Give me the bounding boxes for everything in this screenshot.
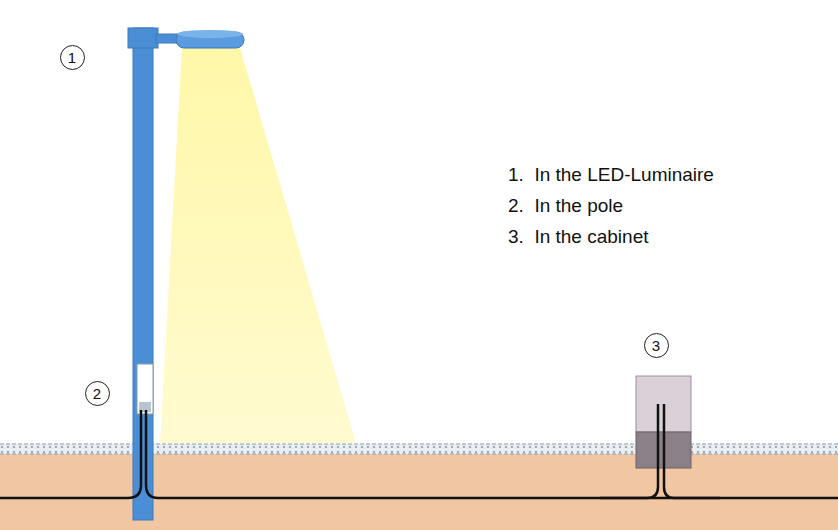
callout-number: 1 bbox=[68, 50, 76, 65]
soil bbox=[0, 454, 838, 530]
callout-number: 3 bbox=[652, 338, 660, 353]
surface-line bbox=[0, 444, 838, 445]
legend-list-item: 2. In the pole bbox=[508, 195, 623, 217]
surface-texture bbox=[0, 444, 838, 454]
pole bbox=[133, 28, 153, 520]
light-cone bbox=[160, 48, 356, 443]
callout-number: 2 bbox=[93, 386, 101, 401]
legend-list-item: 3. In the cabinet bbox=[508, 226, 649, 248]
pole-head bbox=[128, 28, 158, 48]
surface-band bbox=[0, 444, 838, 454]
luminaire-top bbox=[177, 30, 243, 38]
legend-list-item: 1. In the LED-Luminaire bbox=[508, 164, 714, 186]
callout-circle: 2 bbox=[85, 381, 110, 406]
callout-circle: 1 bbox=[60, 45, 85, 70]
callout-circle: 3 bbox=[644, 333, 669, 358]
cable bbox=[600, 404, 658, 498]
cable bbox=[664, 404, 720, 498]
surface-line bbox=[0, 454, 838, 455]
cable bbox=[0, 410, 141, 498]
cable bbox=[146, 410, 838, 498]
pole-device bbox=[137, 364, 153, 414]
